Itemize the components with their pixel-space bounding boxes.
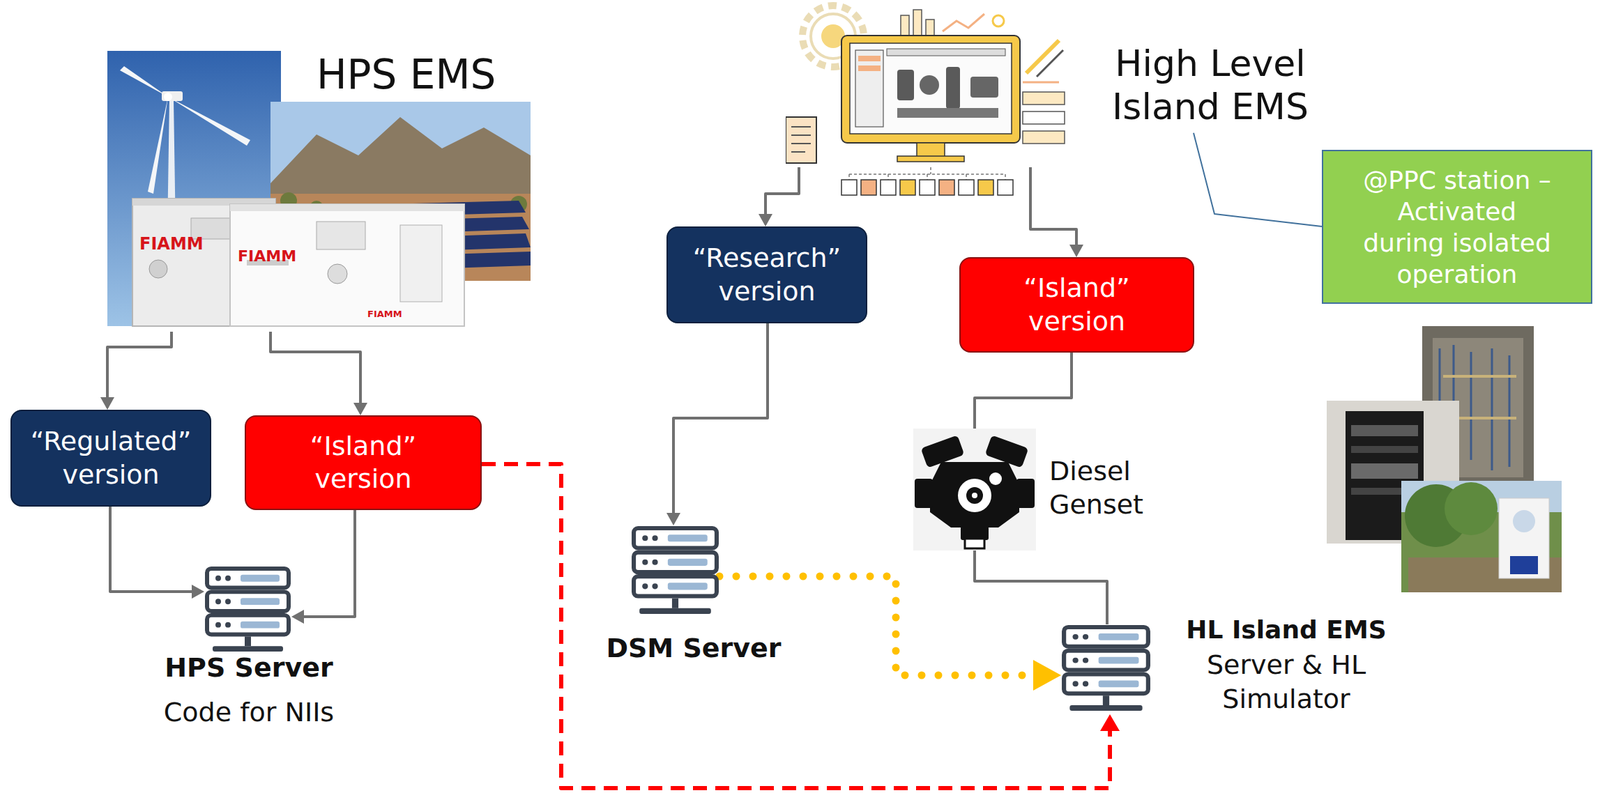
server-name: HPS Server (125, 651, 373, 686)
connector-line (1193, 133, 1322, 227)
arrow-head (1069, 244, 1084, 258)
logo-text: FIAMM (139, 235, 204, 253)
callout-box: @PPC station – Activated during isolated… (1321, 149, 1593, 304)
connector-line (270, 331, 361, 406)
connector (974, 352, 1072, 429)
node-icon (630, 525, 720, 618)
connector-line (301, 510, 355, 617)
node-icon (913, 428, 1036, 551)
arrow-head (758, 214, 773, 227)
node-icon (1061, 624, 1152, 715)
arrow-head (191, 584, 205, 599)
site-photos (1326, 326, 1562, 593)
box-label: “Research” version (683, 241, 851, 309)
connector (758, 167, 799, 227)
connector (110, 506, 205, 599)
server-icon (1061, 624, 1152, 715)
server-icon (630, 525, 720, 618)
computer-icon (785, 0, 1067, 168)
box-label: “Regulated” version (27, 425, 195, 492)
ems-computer-node: High Level Island EMS (785, 0, 1330, 203)
server-note: Code for NIIs (125, 695, 373, 730)
hps-photo-group: HPS EMS (107, 50, 531, 332)
connector-line (110, 506, 195, 592)
server-node: HPS ServerCode for NIIs (125, 566, 373, 748)
module-squares (841, 167, 1013, 196)
connector (1193, 133, 1322, 227)
connector (270, 331, 368, 416)
server-icon (204, 566, 292, 656)
section-title: High Level Island EMS (1095, 41, 1326, 129)
connector (1030, 167, 1084, 258)
arrow-head (1033, 660, 1062, 691)
connector-line (974, 352, 1072, 429)
logo-text: FIAMM (237, 248, 297, 265)
server-name: DSM Server (592, 631, 795, 666)
arrow-head (1100, 714, 1120, 732)
connector-line (1030, 167, 1077, 248)
engine-icon (913, 428, 1036, 551)
connector (291, 510, 355, 624)
connector-line (107, 331, 172, 401)
genset-label: Diesel Genset (1049, 455, 1158, 522)
battery-containers (132, 198, 465, 327)
arrow-head (291, 610, 304, 624)
node-icon (204, 566, 292, 656)
connector-line (765, 167, 799, 217)
connector-line (974, 550, 1108, 625)
server-node: HL Island EMSServer & HL Simulator (1056, 613, 1416, 726)
section-title: HPS EMS (316, 50, 526, 100)
box-label: “Island” version (993, 271, 1161, 339)
server-note: Server & HL Simulator (1160, 648, 1412, 718)
arrow-head (353, 402, 368, 416)
connector (666, 323, 768, 526)
connector (974, 550, 1108, 625)
arrow-head (100, 397, 115, 410)
version-box: “Regulated” version (10, 409, 212, 507)
logo-text: FIAMM (367, 309, 403, 319)
box-label: @PPC station – Activated during isolated… (1355, 164, 1559, 291)
version-box: “Research” version (666, 226, 868, 324)
connector (100, 331, 172, 410)
node-icon (785, 0, 1067, 168)
arrow-head (666, 513, 681, 526)
version-box: “Island” version (959, 257, 1195, 353)
version-box: “Island” version (244, 415, 482, 511)
server-name: HL Island EMS (1160, 613, 1412, 648)
box-label: “Island” version (279, 430, 447, 497)
connector-line (673, 323, 768, 516)
server-node: DSM Server (592, 525, 795, 676)
genset-node: Diesel Genset (913, 428, 1158, 555)
